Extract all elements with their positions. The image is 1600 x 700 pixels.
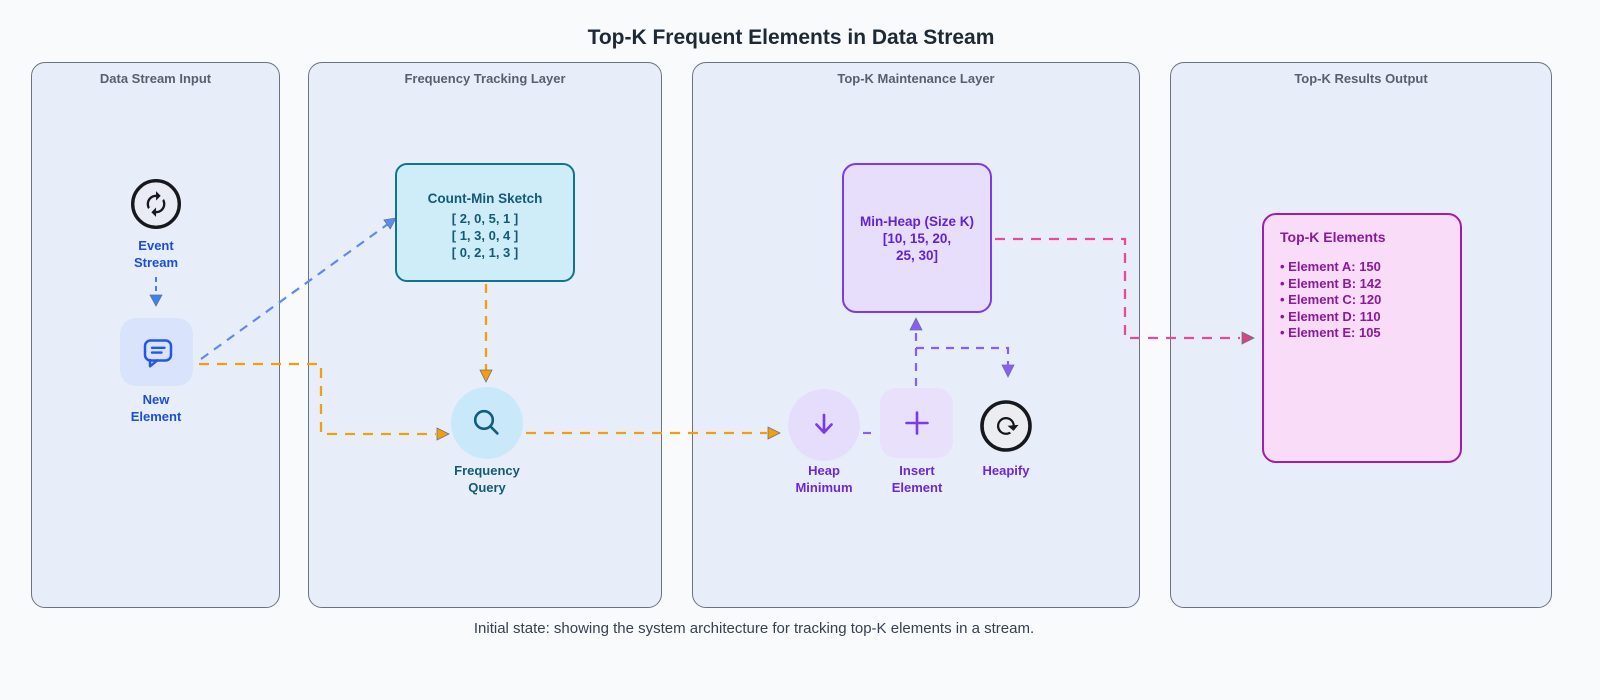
label-line: Element	[130, 409, 182, 424]
heap-minimum-label: Heap Minimum	[779, 462, 869, 496]
sync-icon	[131, 179, 181, 229]
label-line: Minimum	[795, 480, 853, 495]
topk-list-item: Element A: 150	[1280, 259, 1444, 276]
min-heap-values-line: 25, 30]	[895, 247, 939, 263]
plus-icon	[904, 411, 929, 435]
topk-list-item: Element C: 120	[1280, 292, 1444, 309]
sketch-row: [ 0, 2, 1, 3 ]	[451, 245, 519, 260]
count-min-sketch-title: Count-Min Sketch	[427, 191, 543, 206]
refresh-icon	[980, 400, 1032, 452]
label-line: Element	[891, 480, 943, 495]
chat-bubble-icon	[143, 339, 172, 368]
label-line: Query	[468, 480, 506, 495]
event-stream-label: Event Stream	[106, 237, 206, 271]
search-icon	[473, 409, 499, 435]
heap-minimum-node	[788, 389, 860, 461]
diagram-caption: Initial state: showing the system archit…	[473, 620, 1035, 637]
panel-header-topk-results-output: Top-K Results Output	[1294, 71, 1428, 86]
min-heap-values-line: [10, 15, 20,	[882, 230, 952, 246]
topk-list-item: Element B: 142	[1280, 276, 1444, 293]
panel-topk-maintenance-layer: Top-K Maintenance Layer	[692, 62, 1140, 608]
panel-header-frequency-tracking-layer: Frequency Tracking Layer	[404, 71, 566, 86]
label-line: Event	[138, 238, 174, 253]
panel-header-topk-maintenance-layer: Top-K Maintenance Layer	[837, 71, 995, 86]
diagram-title: Top-K Frequent Elements in Data Stream	[587, 26, 995, 49]
min-heap-title: Min-Heap (Size K)	[859, 213, 974, 229]
topk-list-item: Element E: 105	[1280, 325, 1444, 342]
topk-list-item: Element D: 110	[1280, 309, 1444, 326]
label-line: New	[142, 392, 170, 407]
panel-frequency-tracking-layer: Frequency Tracking Layer	[308, 62, 662, 608]
event-stream-node	[129, 177, 183, 231]
label-line: Stream	[133, 255, 179, 270]
arrow-down-icon	[815, 413, 833, 434]
topk-elements-title: Top-K Elements	[1280, 229, 1386, 245]
new-element-label: New Element	[101, 391, 211, 425]
insert-element-label: Insert Element	[872, 462, 962, 496]
new-element-node	[120, 318, 193, 386]
min-heap-node: Min-Heap (Size K) [10, 15, 20, 25, 30]	[842, 163, 992, 313]
label-line: Insert	[899, 463, 935, 478]
count-min-sketch-rows: [ 2, 0, 5, 1 ] [ 1, 3, 0, 4 ] [ 0, 2, 1, 3…	[397, 210, 573, 261]
topk-elements-list: Element A: 150Element B: 142Element C: 1…	[1280, 259, 1444, 342]
insert-element-node	[880, 388, 953, 458]
frequency-query-node	[451, 387, 523, 459]
sketch-row: [ 1, 3, 0, 4 ]	[451, 228, 519, 243]
label-line: Heap	[808, 463, 840, 478]
topk-elements-node: Top-K Elements Element A: 150Element B: …	[1262, 213, 1462, 463]
panel-header-data-stream-input: Data Stream Input	[99, 71, 212, 86]
label-line: Frequency	[454, 463, 520, 478]
sketch-row: [ 2, 0, 5, 1 ]	[451, 211, 519, 226]
heapify-label: Heapify	[966, 462, 1046, 479]
heapify-node	[978, 398, 1034, 454]
label-line: Heapify	[982, 463, 1030, 478]
frequency-query-label: Frequency Query	[427, 462, 547, 496]
count-min-sketch-node: Count-Min Sketch [ 2, 0, 5, 1 ] [ 1, 3, 0…	[395, 163, 575, 282]
